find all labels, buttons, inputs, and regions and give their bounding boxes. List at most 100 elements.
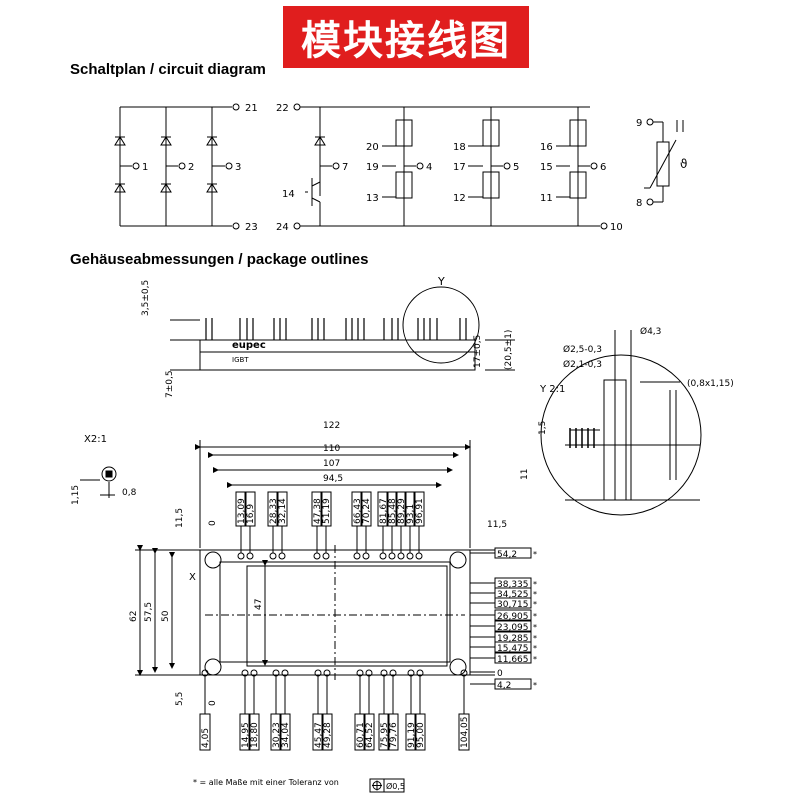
dimension-label: 1,5 [538, 421, 548, 435]
tolerance-marker: * [533, 644, 537, 653]
type-label: IGBT [232, 356, 249, 364]
pin-label: 4 [426, 162, 432, 173]
ntc-thermistor [644, 118, 684, 206]
temperature-symbol: ϑ [680, 157, 687, 171]
detail-marker: Y [437, 275, 445, 288]
detail-y-pins [569, 428, 595, 448]
pin [322, 552, 330, 560]
dimension-label: Ø2,5-0,3 [563, 344, 602, 355]
pin-label: 2 [188, 162, 194, 173]
dimension-label: 62 [129, 611, 139, 622]
dimension-label: 14,95 [241, 722, 251, 748]
tolerance-marker: * [533, 590, 537, 599]
dimension-label: 32,14 [278, 498, 288, 524]
brand-label: eupec [232, 340, 266, 351]
inverter-pin-labels: 20 19 13 18 17 12 16 15 11 4 5 6 10 [366, 142, 623, 233]
dim-box [494, 678, 532, 690]
detail-label: X2:1 [84, 434, 107, 445]
dimension-label: 34,04 [281, 722, 291, 748]
dimension-label: 45,47 [314, 722, 324, 748]
pin-label: 14 [282, 189, 295, 200]
dimension-label: 11 [520, 469, 530, 480]
dimension-label: 0,8 [122, 488, 137, 498]
circuit-diagram-title: Schaltplan / circuit diagram [70, 61, 266, 78]
dimension-label: 66,43 [353, 498, 363, 524]
pin-label: 16 [540, 142, 553, 153]
dimension-label: 17±0,5 [473, 335, 483, 368]
ntc-labels: 9 8 ϑ [636, 118, 687, 209]
dim-box [494, 641, 532, 653]
dimension-label: (20,5±1) [504, 330, 514, 370]
dimension-label: Ø4,3 [640, 326, 661, 337]
dim-box [494, 597, 532, 609]
rectifier-diodes [114, 136, 218, 193]
detail-x-labels: X2:1 1,15 0,8 [71, 434, 137, 505]
dim-box [494, 620, 532, 632]
pin [246, 552, 254, 560]
side-view-pins [205, 318, 467, 340]
detail-marker: X [189, 572, 196, 583]
dimension-label: 18,80 [250, 722, 260, 748]
dimension-label: 79,76 [389, 722, 399, 748]
pin-label: 6 [600, 162, 606, 173]
detail-x [80, 466, 117, 498]
right-dimension-labels: 54,2*38,335*34,525*30,715*26,905*23,095*… [497, 550, 537, 691]
dimension-label: 85,48 [388, 498, 398, 524]
dimension-label: 15,475 [497, 644, 529, 654]
dimension-label: 96,91 [415, 498, 425, 524]
dimension-label: 30,23 [272, 722, 282, 748]
pin [237, 552, 245, 560]
dimension-label: 5,5 [175, 692, 185, 706]
pin-label: 21 [245, 103, 258, 114]
dimension-label: 3,5±0,5 [141, 280, 151, 316]
dimension-label: 57,5 [144, 602, 154, 622]
pin [379, 552, 387, 560]
top-view-pins [199, 491, 532, 751]
dimension-label: 11,665 [497, 655, 529, 665]
tolerance-marker: * [533, 580, 537, 589]
pin-label: 22 [276, 103, 289, 114]
brake-pin-labels: 22 7 14 24 [276, 103, 348, 233]
side-view [170, 286, 515, 371]
pin [313, 552, 321, 560]
dimension-label: 0 [497, 669, 503, 679]
dimension-label: 19,285 [497, 634, 529, 644]
pin-label: 9 [636, 118, 642, 129]
dimension-label: 49,28 [323, 722, 333, 748]
dimension-label: 7±0,5 [165, 370, 175, 398]
rectifier-pin-labels: 1 2 3 21 23 [142, 103, 258, 233]
dimension-label: 60,71 [356, 722, 366, 748]
dimension-label: 23,095 [497, 623, 529, 633]
pin-label: 23 [245, 222, 258, 233]
dimension-label: 16,9 [246, 504, 256, 524]
dim-box [494, 652, 532, 664]
pin [406, 552, 414, 560]
pin-label: 5 [513, 162, 519, 173]
pin-label: 3 [235, 162, 241, 173]
detail-y-labels: Y 2:1 Ø4,3 Ø2,5-0,3 Ø2,1-0,3 (0,8x1,15) … [520, 326, 734, 480]
dimension-label: 104,05 [460, 717, 470, 749]
pin-label: 24 [276, 222, 289, 233]
dimension-label: 34,525 [497, 590, 529, 600]
dimension-label: 75,95 [380, 722, 390, 748]
tolerance-marker: * [533, 681, 537, 690]
pin [415, 552, 423, 560]
pin [278, 552, 286, 560]
dimension-label: 54,2 [497, 550, 517, 560]
dimension-label: 93,1 [406, 504, 416, 524]
detail-y [540, 330, 702, 516]
dim-box [494, 547, 532, 559]
tolerance-marker: * [533, 550, 537, 559]
top-view-body [135, 440, 495, 680]
pin-label: 8 [636, 198, 642, 209]
tolerance-marker: * [533, 612, 537, 621]
dimension-label: 0 [208, 520, 218, 526]
pin-label: 11 [540, 193, 553, 204]
dimension-label: 47,38 [313, 498, 323, 524]
tolerance-marker: * [533, 634, 537, 643]
pin-label: 19 [366, 162, 379, 173]
dim-box [494, 609, 532, 621]
package-outline-title: Gehäuseabmessungen / package outlines [70, 251, 369, 268]
